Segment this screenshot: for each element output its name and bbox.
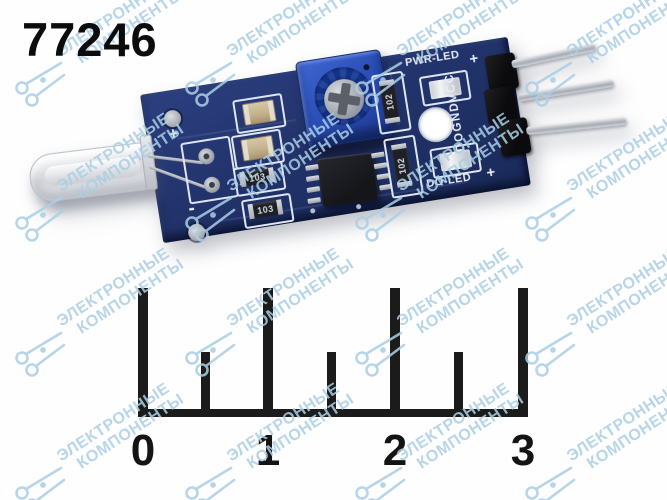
ruler-tick-minor	[201, 352, 210, 417]
header-segment	[496, 116, 532, 158]
via-dot	[309, 208, 316, 214]
resistor-value: 102	[395, 156, 408, 175]
mounting-hole	[418, 106, 454, 143]
resistor-value: 103	[256, 203, 275, 216]
resistor-box: 103	[232, 160, 287, 198]
led-highlight	[43, 155, 142, 188]
ruler-tick-minor	[327, 352, 336, 417]
ic-pin	[373, 162, 388, 170]
ic-pin	[306, 186, 321, 194]
led-pads-box	[180, 135, 240, 205]
led-pad-hole	[197, 147, 216, 166]
do-smd-led	[438, 149, 473, 172]
smd-capacitor	[241, 99, 277, 126]
resistor-value: 102	[383, 92, 396, 111]
ruler-tick-major	[390, 288, 400, 417]
comparator-ic	[317, 152, 379, 207]
ruler-tick-major	[263, 288, 273, 417]
ruler-number: 2	[382, 426, 408, 475]
product-number: 77246	[22, 13, 158, 66]
ruler-number: 0	[130, 426, 156, 475]
ruler-number: 1	[255, 426, 281, 475]
led-plus-mark: +	[167, 123, 180, 144]
smd-resistor: 102	[378, 79, 401, 124]
led-pad-hole	[202, 175, 222, 195]
via-dot	[355, 203, 362, 210]
ic-pin	[371, 151, 385, 159]
ic-pin	[305, 175, 320, 182]
ic-pin	[305, 164, 319, 171]
do-plus-mark: +	[485, 163, 497, 182]
ruler-tick-minor	[454, 352, 463, 417]
smd-resistor: 102	[390, 143, 413, 188]
smd-capacitor	[240, 134, 276, 162]
ruler-number: 3	[510, 426, 536, 475]
ic-pin	[307, 197, 321, 205]
ruler-tick-major	[138, 288, 148, 417]
ruler-tick-major	[518, 288, 528, 417]
smd-resistor: 103	[247, 199, 284, 220]
smd-resistor: 103	[239, 167, 276, 188]
potentiometer-dot	[363, 63, 370, 71]
resistor-value: 103	[248, 170, 267, 184]
